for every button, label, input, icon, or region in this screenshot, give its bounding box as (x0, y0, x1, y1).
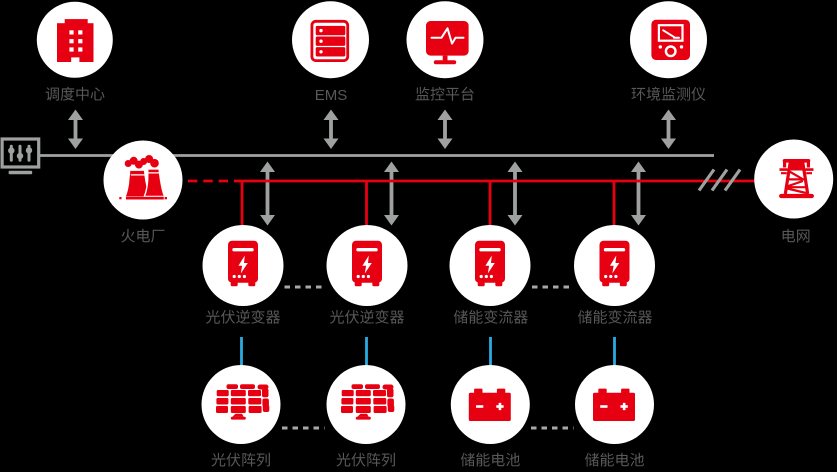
svg-text:EMS: EMS (315, 87, 348, 104)
